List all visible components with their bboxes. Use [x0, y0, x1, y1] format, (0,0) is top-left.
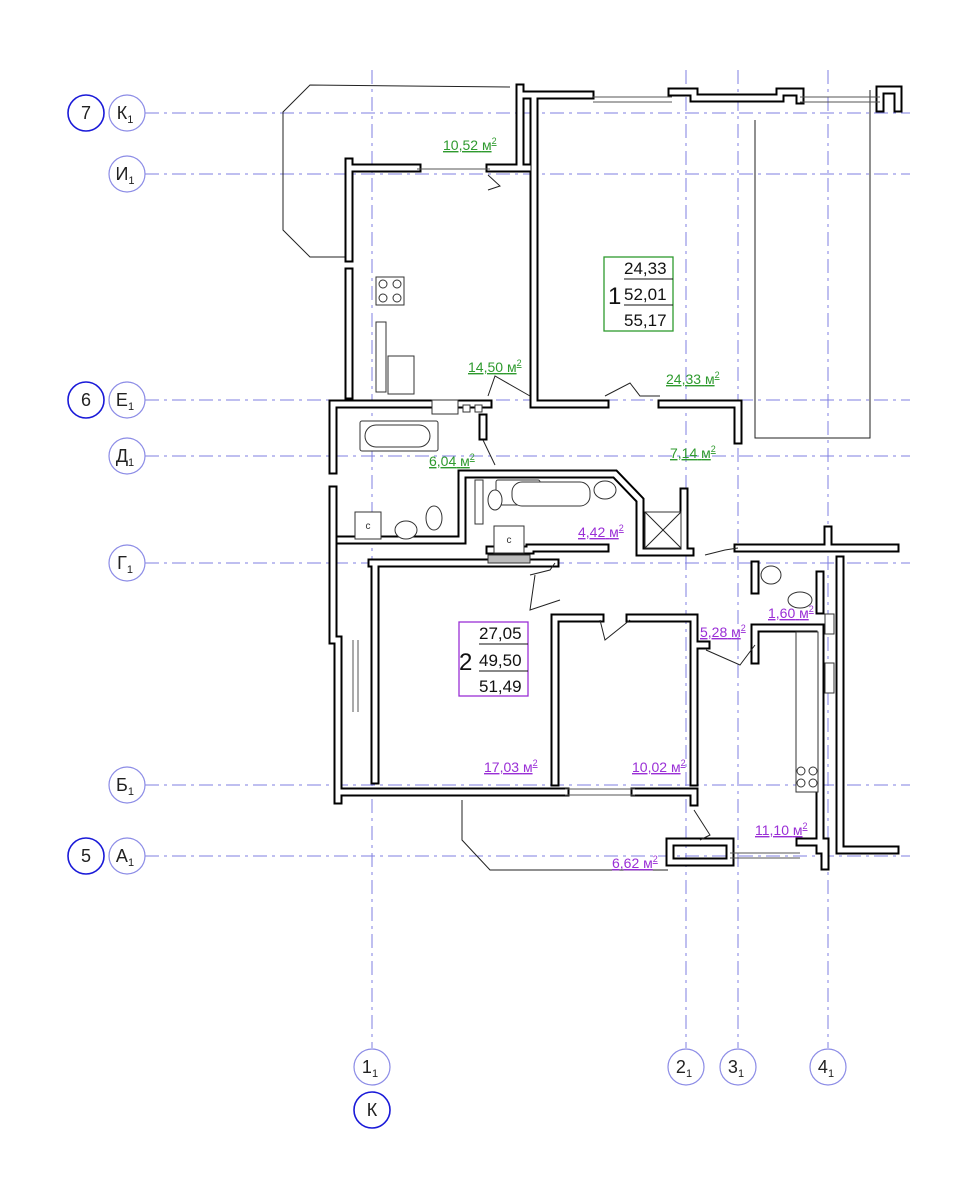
axis-label: Е1 — [116, 390, 134, 413]
balcony-1 — [282, 84, 511, 258]
room-area-label: 5,28 м2 — [700, 623, 746, 640]
axis-bubble-d1 — [108, 437, 146, 475]
fixtures: с с — [354, 276, 835, 793]
room-area-label: 10,52 м2 — [443, 136, 497, 153]
room-area-label: 1,60 м2 — [768, 604, 814, 621]
door-swing — [529, 562, 556, 576]
axis-label: 21 — [676, 1057, 692, 1080]
door-swing — [704, 547, 739, 556]
room-area-label: 24,33 м2 — [666, 370, 720, 387]
balcony-2 — [461, 800, 668, 871]
doors — [482, 174, 756, 841]
axis-label: Д1 — [116, 446, 134, 469]
axis-bubble-col-1 — [353, 1048, 391, 1086]
washbasin-icon — [760, 565, 782, 585]
windows — [352, 96, 880, 859]
axis-bubble-7 — [67, 94, 105, 132]
axis-bubble-e1 — [108, 381, 146, 419]
toilet-icon — [425, 505, 443, 531]
axis-label: Б1 — [116, 775, 134, 798]
balcony-outlines — [282, 84, 871, 871]
storage-label: с — [507, 535, 512, 546]
door-swing — [705, 644, 756, 666]
axis-label: 5 — [81, 846, 91, 866]
axis-bubble-col-2 — [667, 1048, 705, 1086]
axis-label: 6 — [81, 390, 91, 410]
door-swing — [604, 382, 660, 397]
toilet-icon — [787, 591, 813, 609]
living-area: 24,33 — [624, 259, 667, 278]
axis-bubble-col-4 — [809, 1048, 847, 1086]
washer-icon — [431, 399, 459, 415]
storage-1 — [354, 511, 382, 540]
axis-label: 7 — [81, 103, 91, 123]
axis-bubble-5 — [67, 837, 105, 875]
door-swing — [482, 439, 496, 466]
room-areas: 10,52 м2 14,50 м2 24,33 м2 6,04 м2 7,14 … — [429, 136, 814, 871]
storage-2 — [493, 525, 525, 554]
room-area-label: 6,62 м2 — [612, 854, 658, 871]
axis-bubble-i1 — [108, 155, 146, 193]
axis-bubble-6 — [67, 381, 105, 419]
axis-label: 11 — [362, 1057, 378, 1080]
room-area-label: 17,03 м2 — [484, 758, 538, 775]
axis-label: Г1 — [117, 553, 133, 576]
axis-label: А1 — [116, 846, 134, 869]
total-with-balcony: 51,49 — [479, 677, 522, 696]
room-area-label: 7,14 м2 — [670, 444, 716, 461]
sink-icon — [387, 355, 415, 395]
section-label: К — [367, 1100, 378, 1120]
row-axis-markers: 7 К1 И1 6 Е1 Д1 Г1 Б1 5 А1 — [67, 94, 146, 875]
total-area: 52,01 — [624, 285, 667, 304]
cabinet-icon — [375, 321, 387, 393]
door-swing — [599, 619, 631, 641]
axis-label: И1 — [115, 164, 134, 187]
axis-label: 31 — [728, 1057, 744, 1080]
door-swing — [487, 375, 531, 397]
axis-bubble-col-3 — [719, 1048, 757, 1086]
storage-label: с — [366, 521, 371, 532]
axis-bubble-a1 — [108, 837, 146, 875]
total-area: 49,50 — [479, 651, 522, 670]
column-axis-markers: 11 21 31 41 К — [353, 1048, 847, 1129]
apartment-number: 1 — [608, 283, 621, 310]
section-bubble-k — [353, 1091, 391, 1129]
axis-label: К1 — [117, 103, 134, 126]
room-area-label: 6,04 м2 — [429, 452, 475, 469]
door-swing — [529, 574, 561, 611]
axis-bubble-k1 — [108, 94, 146, 132]
washbasin-icon — [593, 480, 617, 500]
apartment-number: 2 — [459, 649, 472, 676]
axis-bubble-g1 — [108, 544, 146, 582]
apartment-1-summary: 1 24,33 52,01 55,17 — [603, 256, 674, 332]
room-area-label: 10,02 м2 — [632, 758, 686, 775]
room-area-label: 11,10 м2 — [755, 821, 808, 838]
apartment-2-summary: 2 27,05 49,50 51,49 — [458, 621, 529, 697]
living-area: 27,05 — [479, 624, 522, 643]
stove-icon — [796, 766, 806, 776]
axis-bubble-b1 — [108, 766, 146, 804]
washbasin-icon — [394, 520, 418, 540]
cabinet-icon — [474, 479, 484, 525]
room-area-label: 14,50 м2 — [468, 358, 522, 375]
kitchen-counter — [795, 631, 819, 793]
axis-label: 41 — [818, 1057, 834, 1080]
stair-outline — [754, 90, 871, 439]
toilet-icon — [487, 489, 503, 511]
total-with-balcony: 55,17 — [624, 311, 667, 330]
room-area-label: 4,42 м2 — [578, 523, 624, 540]
door-swing — [693, 809, 711, 841]
door-swing — [487, 174, 501, 191]
